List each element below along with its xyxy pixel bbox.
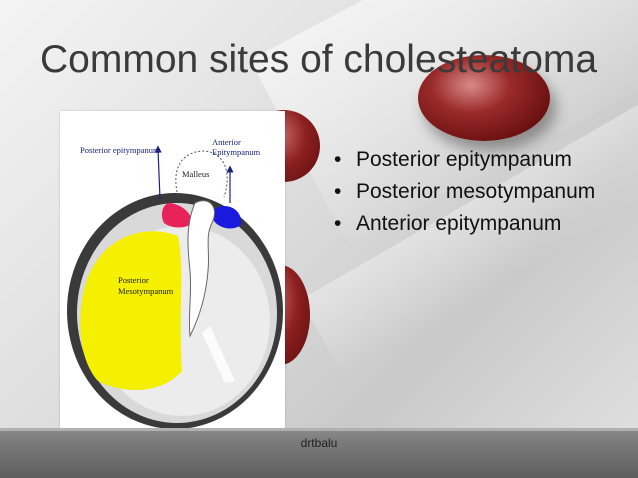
posterior-epitympanum-region: [161, 203, 192, 228]
bullet-item: • Anterior epitympanum: [322, 209, 622, 238]
footer-author: drtbalu: [300, 436, 338, 450]
label-epitympanum: Epitympanum: [212, 147, 261, 157]
posterior-epitympanum-arrow: [154, 145, 162, 200]
malleus-handle: [187, 200, 216, 338]
bullet-list: • Posterior epitympanum • Posterior meso…: [322, 145, 622, 241]
bullet-dot: •: [334, 212, 342, 235]
bullet-item: • Posterior epitympanum: [322, 145, 622, 174]
bullet-dot: •: [334, 180, 342, 203]
light-reflex: [202, 326, 235, 383]
tympanic-membrane-diagram: Posterior epitympanum Anterior Epitympan…: [60, 111, 285, 428]
bullet-text: Anterior epitympanum: [356, 212, 562, 235]
posterior-mesotympanum-region: [80, 231, 182, 391]
anterior-epitympanum-region: [213, 205, 242, 229]
bullet-text: Posterior mesotympanum: [356, 180, 596, 203]
label-anterior: Anterior: [212, 137, 241, 147]
diagram-drawing: Posterior epitympanum Anterior Epitympan…: [67, 137, 283, 428]
malleus-head-outline: [175, 150, 228, 198]
label-posterior-epitympanum: Posterior epitympanum: [80, 145, 160, 155]
bullet-item: • Posterior mesotympanum: [322, 177, 622, 206]
slide-title: Common sites of cholesteatoma: [40, 38, 598, 81]
decorative-red-drop: [418, 55, 550, 141]
footer-bar: [0, 428, 638, 478]
bullet-dot: •: [334, 148, 342, 171]
bullet-text: Posterior epitympanum: [356, 148, 572, 171]
label-malleus: Malleus: [182, 169, 209, 179]
label-posterior: Posterior: [118, 275, 149, 285]
label-mesotympanum: Mesotympanum: [118, 286, 174, 296]
